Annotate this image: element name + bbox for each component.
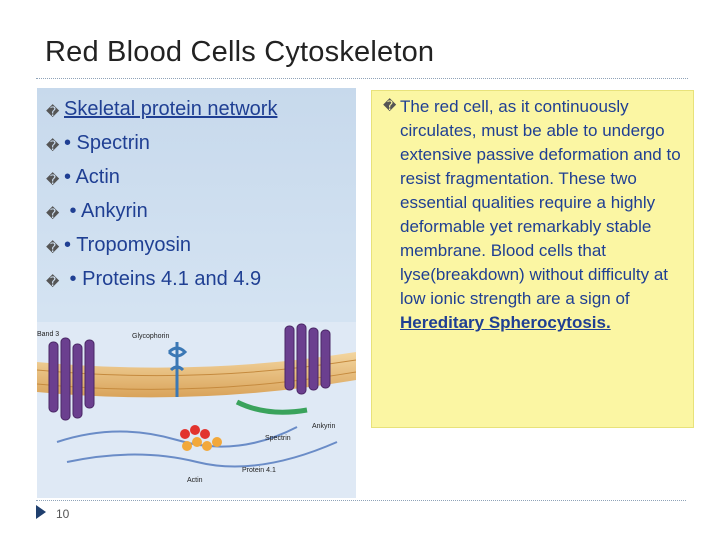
list-item-label: • Actin <box>64 166 120 188</box>
list-item-label: Skeletal protein network <box>64 98 278 120</box>
list-item: � • Ankyrin <box>46 198 356 232</box>
label-band3: Band 3 <box>37 331 59 338</box>
bullet-glyph: � <box>46 274 60 289</box>
list-item: � • Actin <box>46 164 356 198</box>
page-number: 10 <box>56 507 70 521</box>
label-actin: Actin <box>187 477 203 484</box>
slide-title: Red Blood Cells Cytoskeleton <box>45 36 435 68</box>
list-item-label: • Tropomyosin <box>64 234 192 256</box>
spectrin-strand <box>66 441 338 468</box>
note-paragraph: The red cell, as it continuously circula… <box>400 95 692 335</box>
note-emphasis: Hereditary Spherocytosis. <box>400 313 611 332</box>
protein-list: � Skeletal protein network � • Spectrin � •… <box>46 96 356 300</box>
list-item: � Skeletal protein network <box>46 96 356 130</box>
bullet-glyph: � <box>46 206 60 221</box>
label-spectrin: Spectrin <box>265 435 291 442</box>
band3-protein <box>284 323 331 395</box>
band3-protein <box>48 337 95 421</box>
spectrin-strand <box>56 426 298 448</box>
list-item-label: • Proteins 4.1 and 4.9 <box>64 268 262 290</box>
label-ankyrin: Ankyrin <box>312 423 335 430</box>
label-glycophorin: Glycophorin <box>132 333 169 340</box>
cytoskeleton-illustration: Glycophorin Band 3 Spectrin Ankyrin Prot… <box>37 322 356 492</box>
list-item: � • Proteins 4.1 and 4.9 <box>46 266 356 300</box>
bullet-glyph: � <box>46 240 60 255</box>
note-text: The red cell, as it continuously circula… <box>400 97 681 308</box>
bullet-glyph: � <box>46 104 60 119</box>
glycophorin-protein <box>167 342 188 397</box>
label-protein-4-1: Protein 4.1 <box>242 467 276 474</box>
bullet-glyph: � <box>46 172 60 187</box>
footer-divider <box>36 500 686 501</box>
actin-cluster <box>180 425 222 451</box>
note-box <box>371 90 694 428</box>
list-item-label: • Spectrin <box>64 132 150 154</box>
title-divider <box>36 78 688 79</box>
list-item: � • Spectrin <box>46 130 356 164</box>
ankyrin-strand <box>235 399 308 415</box>
bullet-glyph: � <box>383 98 397 113</box>
footer-arrow-icon <box>36 505 46 519</box>
list-item-label: • Ankyrin <box>64 200 148 222</box>
bullet-glyph: � <box>46 138 60 153</box>
list-item: � • Tropomyosin <box>46 232 356 266</box>
